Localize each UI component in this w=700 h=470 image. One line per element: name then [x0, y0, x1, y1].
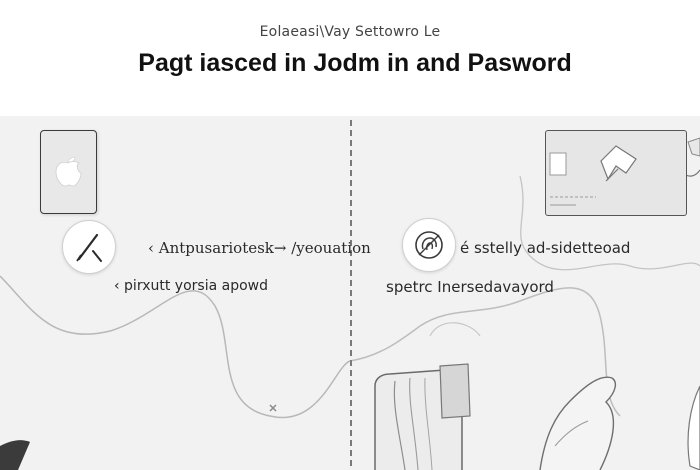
monitor-icon — [545, 130, 687, 216]
left-caption-1: ‹ Antpusariotesk→ /yeouation — [148, 239, 371, 257]
center-divider — [350, 120, 352, 466]
phone-icon — [40, 130, 97, 214]
right-caption-1: é sstelly ad-sidetteoad — [460, 239, 631, 257]
left-caption-2: ‹ pirxutt yorsia apowd — [114, 278, 268, 294]
right-caption-2: spetrc Inersedavayord — [386, 278, 554, 296]
page-header: Eolaeasi\Vay Settowro Le Pagt iasced in … — [0, 0, 700, 116]
background-sketch — [0, 137, 700, 470]
monitor-screen-graphic — [549, 145, 637, 206]
page-subtitle: Eolaeasi\Vay Settowro Le — [259, 24, 441, 40]
apple-logo-icon — [55, 156, 82, 187]
pen-icon — [62, 220, 116, 274]
fingerprint-icon — [402, 218, 456, 272]
page-title: Pagt iasced in Jodm in and Pasword — [138, 49, 572, 77]
illustration-panel: ‹ Antpusariotesk→ /yeouation ‹ pirxutt y… — [0, 116, 700, 470]
